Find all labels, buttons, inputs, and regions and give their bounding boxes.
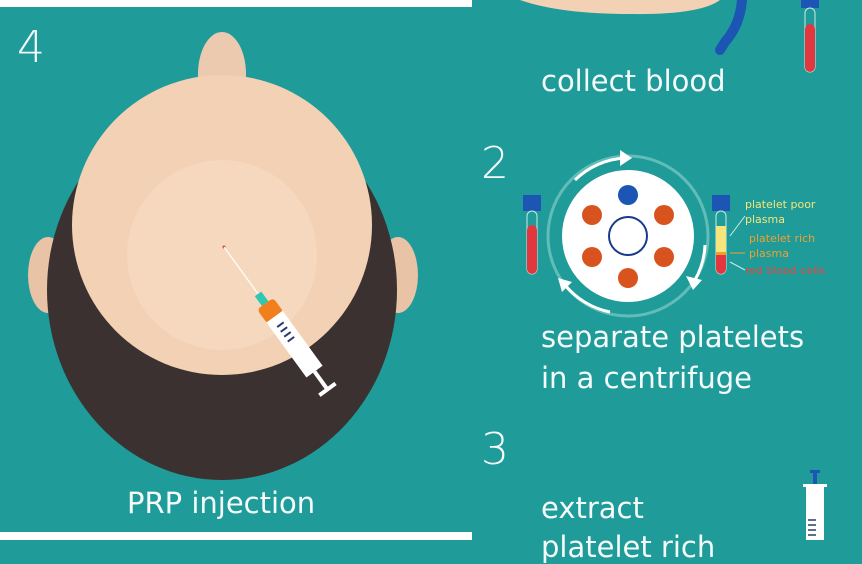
- step3-number: 3: [481, 424, 509, 475]
- tube-line: [715, 0, 747, 55]
- illustration: [0, 0, 827, 540]
- step4-number: 4: [17, 22, 45, 73]
- blood-tube-2: [523, 195, 541, 275]
- step3-caption-line1: extract: [541, 491, 644, 525]
- step3-caption-line2: platelet rich: [541, 530, 716, 564]
- bottom-border: [0, 532, 472, 540]
- arm: [520, 0, 720, 15]
- label-platelet-rich-2: plasma: [749, 247, 789, 260]
- step4-caption: PRP injection: [127, 486, 316, 520]
- syringe-icon-step3: [803, 470, 827, 540]
- step2-number: 2: [481, 138, 509, 189]
- label-platelet-rich-1: platelet rich: [749, 232, 816, 245]
- head-illustration: [28, 32, 418, 480]
- step2-caption-line2: in a centrifuge: [541, 361, 753, 395]
- step1-caption: collect blood: [541, 64, 726, 98]
- top-border: [0, 0, 472, 7]
- label-platelet-poor-2: plasma: [745, 213, 785, 226]
- blood-tube-1: [801, 0, 819, 73]
- separated-tube: [712, 195, 746, 275]
- label-red-blood-cells: red blood cells: [745, 264, 826, 277]
- centrifuge: [546, 150, 710, 318]
- syringe-icon: [223, 246, 337, 397]
- label-platelet-poor-1: platelet poor: [745, 198, 816, 211]
- step2-caption-line1: separate platelets: [541, 320, 805, 354]
